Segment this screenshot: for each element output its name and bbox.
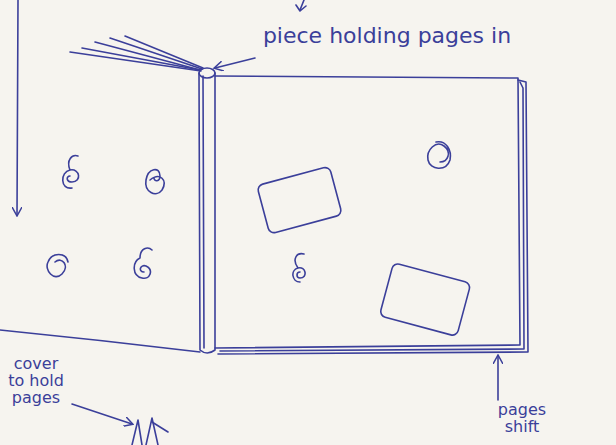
direction-arrow [17,0,18,215]
pointer-arrow [296,0,306,11]
fanned-pages [70,36,203,71]
callout-label: pages shift [490,402,554,436]
clip-sketch [132,418,168,445]
callout-label: piece holding pages in [262,24,512,47]
left-cover [0,330,200,352]
leader-arrow [215,58,255,68]
leader-arrow [72,404,132,424]
spine-binding [199,68,215,353]
callout-label: cover to hold pages [4,356,68,406]
shifted-page [218,80,528,354]
right-page [215,76,520,348]
spiral-doodle [47,142,450,282]
photo-rectangle [379,263,471,337]
photo-rectangle [257,166,342,234]
leader-arrow [497,356,499,400]
shifted-page [220,82,524,351]
